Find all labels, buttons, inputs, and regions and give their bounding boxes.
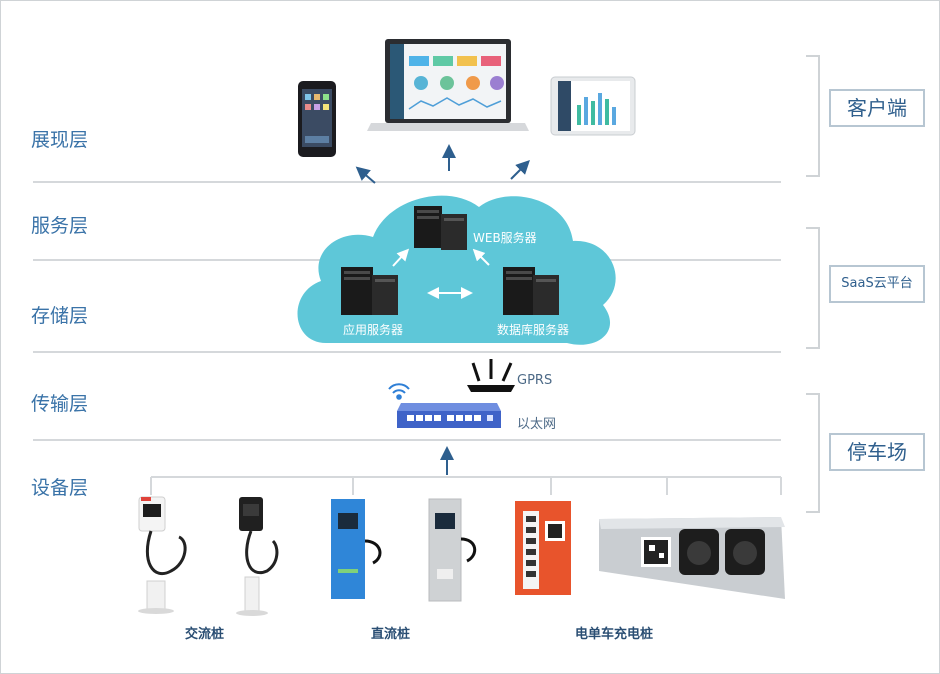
database-server-icon [503, 267, 559, 315]
bracket-saas [806, 227, 820, 349]
smartphone-icon [298, 81, 336, 157]
app-server-icon [341, 267, 398, 315]
app-server-label: 应用服务器 [343, 323, 404, 337]
dc-charger-icon [331, 499, 382, 599]
layer-label-storage: 存储层 [31, 305, 89, 327]
group-saas-platform: SaaS云平台 [829, 265, 925, 303]
tablet-icon [550, 76, 636, 136]
ac-charger-icon [138, 496, 187, 614]
layer-label-device: 设备层 [31, 477, 89, 499]
device-bus-lines [150, 476, 782, 495]
gprs-label: GPRS [517, 373, 553, 388]
bracket-parking [806, 393, 820, 513]
layer-divider [33, 351, 781, 353]
ebike-charger-caption: 电单车充电桩 [575, 627, 654, 642]
bracket-client [806, 55, 820, 177]
web-server-label: WEB服务器 [473, 231, 537, 245]
layer-label-presentation: 展现层 [31, 129, 89, 151]
ethernet-switch-icon [397, 403, 501, 428]
dc-charger-caption: 直流桩 [371, 627, 411, 642]
layer-divider [33, 181, 781, 183]
arrow-to-tablet [510, 160, 530, 180]
ac-charger-caption: 交流桩 [185, 627, 225, 642]
laptop-icon [367, 39, 529, 131]
layer-label-service: 服务层 [31, 215, 89, 237]
layer-divider [33, 439, 781, 441]
ac-charger-icon [236, 497, 279, 616]
ethernet-label: 以太网 [517, 417, 557, 432]
web-server-icon [414, 206, 467, 250]
arrow-to-phone [355, 166, 376, 184]
wifi-icon [388, 383, 410, 400]
socket-rail-icon [599, 517, 785, 599]
group-client: 客户端 [829, 89, 925, 127]
database-server-label: 数据库服务器 [497, 323, 570, 337]
dc-charger-icon [428, 498, 477, 602]
arrow-app-to-web [392, 248, 410, 267]
router-icon [467, 359, 515, 392]
layer-label-transport: 传输层 [31, 393, 89, 415]
group-parking-lot: 停车场 [829, 433, 925, 471]
ebike-charger-icon [515, 501, 571, 595]
arrow-db-to-web [472, 248, 490, 266]
